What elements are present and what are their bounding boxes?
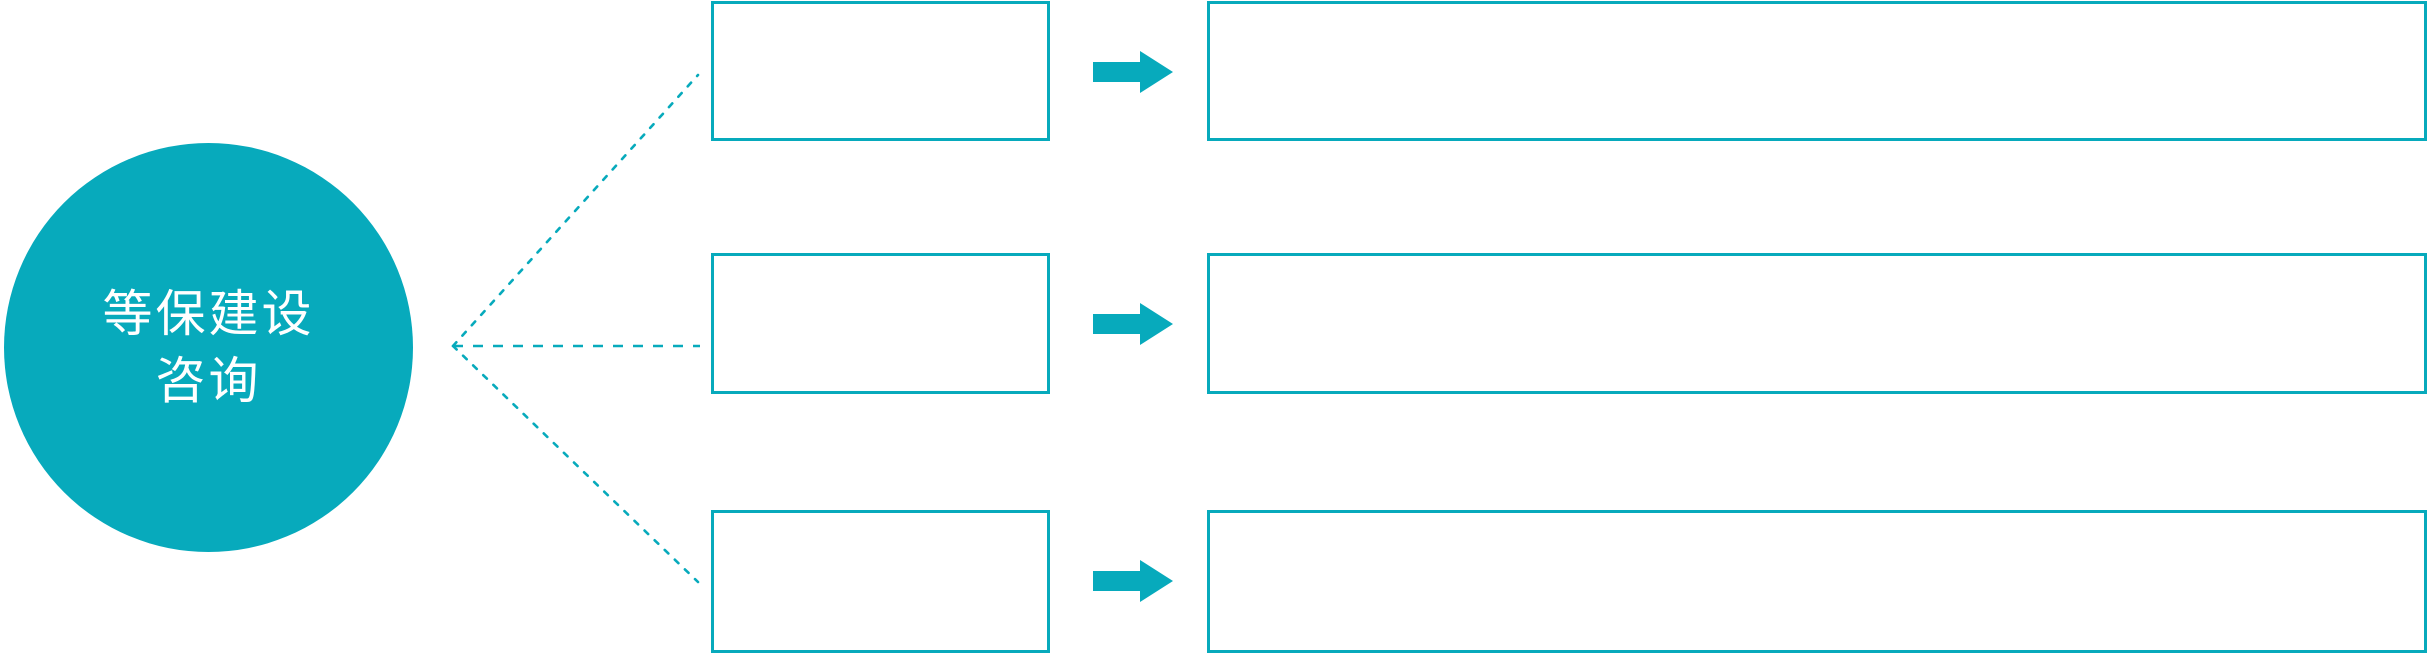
- connector-line-row-1: [451, 73, 700, 348]
- detail-box-row-3[interactable]: [1207, 510, 2427, 653]
- arrow-right-icon-row-3: [1093, 560, 1173, 602]
- connector-line-row-3: [451, 344, 700, 584]
- detail-box-row-1[interactable]: [1207, 1, 2427, 141]
- stage-box-label-row-2: [714, 256, 1047, 276]
- stage-box-label-row-3: [714, 513, 1047, 533]
- hub-circle[interactable]: 等保建设 咨询: [4, 143, 413, 552]
- detail-box-label-row-3: [1210, 513, 2424, 533]
- hub-title-line-1: 等保建设: [102, 285, 315, 342]
- hub-title-line-2: 咨询: [155, 352, 262, 409]
- stage-box-row-3[interactable]: [711, 510, 1050, 653]
- detail-box-label-row-2: [1210, 256, 2424, 276]
- detail-box-row-2[interactable]: [1207, 253, 2427, 394]
- stage-box-row-1[interactable]: [711, 1, 1050, 141]
- detail-box-label-row-1: [1210, 4, 2424, 24]
- stage-box-label-row-1: [714, 4, 1047, 24]
- arrow-right-icon-row-2: [1093, 303, 1173, 345]
- stage-box-row-2[interactable]: [711, 253, 1050, 394]
- arrow-right-icon-row-1: [1093, 51, 1173, 93]
